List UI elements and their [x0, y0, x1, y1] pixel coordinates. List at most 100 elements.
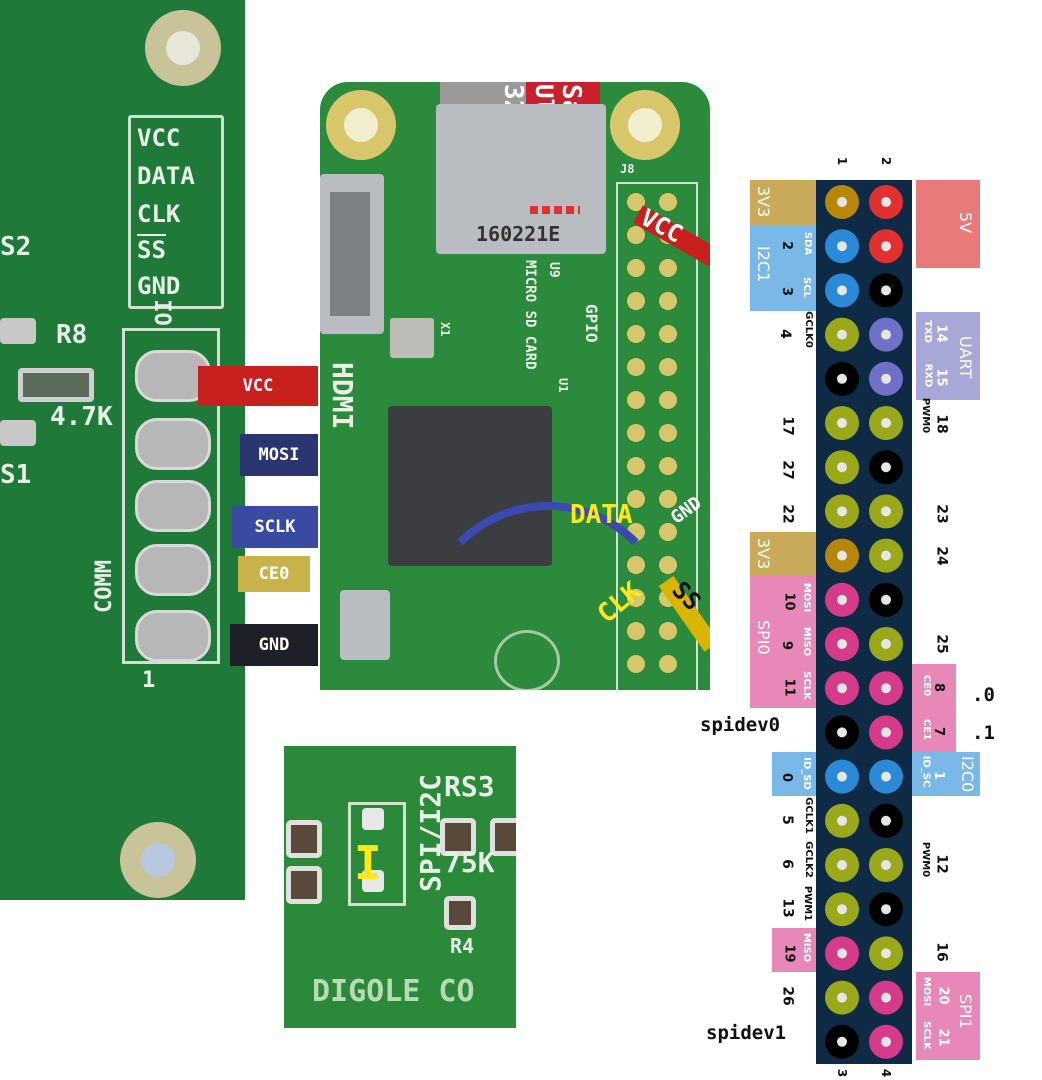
gpio-pin-center [837, 904, 847, 915]
silk-r8: R8 [56, 320, 88, 350]
gpio-pin-center [837, 683, 847, 694]
func-pwm0-a: PWM0 [920, 397, 932, 434]
gpio-pin-center [881, 1036, 891, 1047]
gpio-num-5: 5 [778, 815, 795, 825]
wire-label-gnd: GND [230, 624, 318, 666]
gpio-num-13: 13 [779, 898, 796, 918]
gpio-pin-center [881, 594, 891, 605]
wire-label-ce0: CE0 [238, 556, 310, 592]
gpio-pin-center [837, 285, 847, 296]
func-pwm0-b: PWM0 [920, 841, 932, 878]
gpio-pin-center [837, 418, 847, 428]
gpio-pin-center [881, 329, 891, 340]
gpio-num-8: 8 [931, 682, 947, 693]
smd-resistor-3 [0, 420, 36, 446]
col-number-3: 3 [835, 1068, 850, 1078]
jumper-inset: I SPI/I2C RS3 75K R4 DIGOLE CO [284, 746, 516, 1028]
func-pwm1: PWM1 [802, 885, 814, 922]
func-sclk-0: SCLK [800, 671, 812, 700]
gpio-outline [616, 182, 698, 690]
inset-jumper-mark: I [354, 836, 382, 890]
group-spi0 [750, 576, 816, 708]
gpio-pin-center [837, 329, 847, 340]
group-i2c1 [750, 225, 816, 311]
gpio-pin-center [881, 550, 891, 561]
pi-mounting-hole-right-inner [628, 108, 662, 142]
gpio-num-25: 25 [933, 634, 950, 654]
gpio-num-14: 14 [933, 324, 949, 343]
silk-data: DATA [137, 162, 195, 190]
func-id-sd: ID_SD [800, 757, 812, 790]
func-sda: SDA [802, 231, 814, 256]
wire-blue-data [420, 502, 676, 690]
raspberry-logo [494, 630, 560, 690]
gpio-pin-grid [825, 185, 903, 1059]
gpio-pin-center [837, 815, 847, 826]
group-uart [916, 312, 980, 400]
func-ce0: CE0 [921, 674, 933, 697]
usb-connector [340, 590, 390, 660]
gpio-num-19: 19 [781, 944, 797, 963]
gpio-num-1: 1 [931, 770, 947, 781]
gpio-pin-center [837, 241, 847, 252]
func-miso-0: MISO [801, 626, 813, 657]
inset-pad-5 [444, 896, 476, 930]
gpio-pin-center [837, 771, 847, 782]
group-5v [916, 180, 980, 268]
group-3v3-mid-text: 3V3 [754, 538, 773, 570]
display-board: VCC DATA CLK SS GND IO COMM 1 S2 R8 4.7K… [0, 0, 245, 900]
sd-led-row [530, 206, 580, 214]
gpio-pin-center [881, 727, 891, 738]
inset-pad-4 [490, 818, 516, 856]
gpio-num-26: 26 [779, 986, 796, 1006]
func-ce1: CE1 [921, 718, 933, 741]
inset-pad-2 [286, 866, 322, 904]
pi-zero-board: HDMI Sa 32 Ul 160221E MICRO SD CARD U9 X… [320, 82, 710, 690]
gpio-pin-center [881, 373, 891, 384]
inset-r4: R4 [450, 934, 475, 958]
silk-u1: U1 [556, 378, 570, 393]
col-number-1: 1 [835, 156, 850, 166]
silk-io: IO [148, 299, 174, 326]
sd-chip-code: 160221E [476, 222, 561, 246]
gpio-num-18: 18 [933, 414, 950, 434]
gpio-num-9: 9 [779, 640, 795, 651]
silk-vcc: VCC [137, 124, 181, 152]
inset-jumper-bottom [362, 870, 384, 892]
gpio-pin-center [881, 771, 891, 782]
func-miso-1: MISO [801, 932, 813, 963]
silk-micro-sd: MICRO SD CARD [522, 260, 538, 370]
inset-rs3: RS3 [444, 770, 495, 803]
smd-resistor-1 [0, 318, 36, 344]
gpio-num-2: 2 [779, 240, 795, 251]
gpio-num-4: 4 [776, 329, 793, 339]
group-spi1-text: SPI1 [956, 994, 975, 1029]
gpio-num-6: 6 [778, 859, 795, 869]
gpio-num-3: 3 [779, 286, 795, 297]
smd-resistor-2 [18, 368, 94, 402]
func-mosi-0: MOSI [801, 582, 813, 613]
gpio-pin-center [837, 992, 847, 1003]
col-number-4: 4 [879, 1068, 894, 1078]
silk-s2: S2 [0, 232, 32, 262]
gpio-pin-center [837, 727, 847, 738]
inset-pad-1 [286, 820, 322, 858]
spidev0-dot0: .0 [972, 684, 995, 706]
gpio-num-11: 11 [781, 678, 797, 697]
gpio-pin-center [837, 550, 847, 561]
pi-annot-data: DATA [570, 500, 633, 530]
func-gclk0: GCLK0 [802, 311, 814, 348]
inset-jumper-top [362, 808, 384, 830]
silk-ss: SS [137, 236, 166, 264]
gpio-num-10: 10 [781, 592, 797, 611]
gpio-num-15: 15 [933, 368, 949, 387]
gpio-pin-center [881, 506, 891, 517]
hdmi-connector-inner [330, 192, 370, 316]
group-miso-19 [772, 928, 816, 972]
gpio-num-27: 27 [779, 460, 796, 480]
gpio-pin-center [881, 815, 891, 826]
mounting-hole-top-inner [166, 31, 200, 65]
silk-pin-one: 1 [142, 668, 156, 693]
gpio-pin-center [881, 418, 891, 428]
spidev0-label: spidev0 [700, 714, 781, 736]
